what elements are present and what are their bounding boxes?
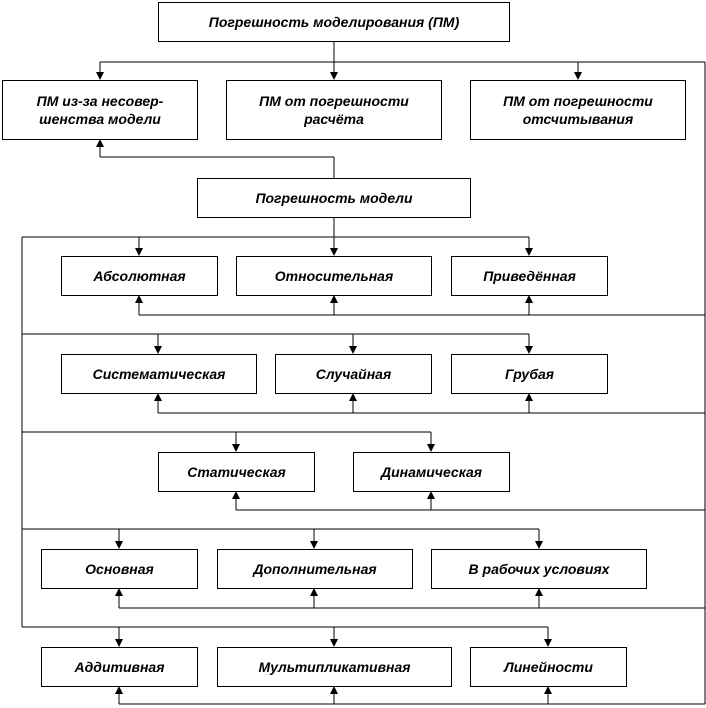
node-relative: Относительная — [236, 256, 432, 296]
node-additional: Дополнительная — [217, 549, 413, 589]
node-multiplicative: Мультипликативная — [217, 647, 452, 687]
node-reduced: Приведённая — [451, 256, 608, 296]
node-model-error: Погрешность модели — [197, 178, 471, 218]
node-pm-imperfection: ПМ из-за несовер- шенства модели — [2, 80, 198, 140]
node-root: Погрешность моделирования (ПМ) — [158, 2, 510, 42]
node-gross: Грубая — [451, 354, 608, 394]
node-random: Случайная — [275, 354, 432, 394]
node-additive: Аддитивная — [41, 647, 198, 687]
node-static: Статическая — [158, 452, 315, 492]
node-operating: В рабочих условиях — [431, 549, 647, 589]
node-dynamic: Динамическая — [353, 452, 510, 492]
node-basic: Основная — [41, 549, 198, 589]
node-absolute: Абсолютная — [61, 256, 218, 296]
node-pm-calc: ПМ от погрешности расчёта — [226, 80, 442, 140]
node-linearity: Линейности — [470, 647, 627, 687]
node-systematic: Систематическая — [61, 354, 257, 394]
node-pm-reading: ПМ от погрешности отсчитывания — [470, 80, 686, 140]
